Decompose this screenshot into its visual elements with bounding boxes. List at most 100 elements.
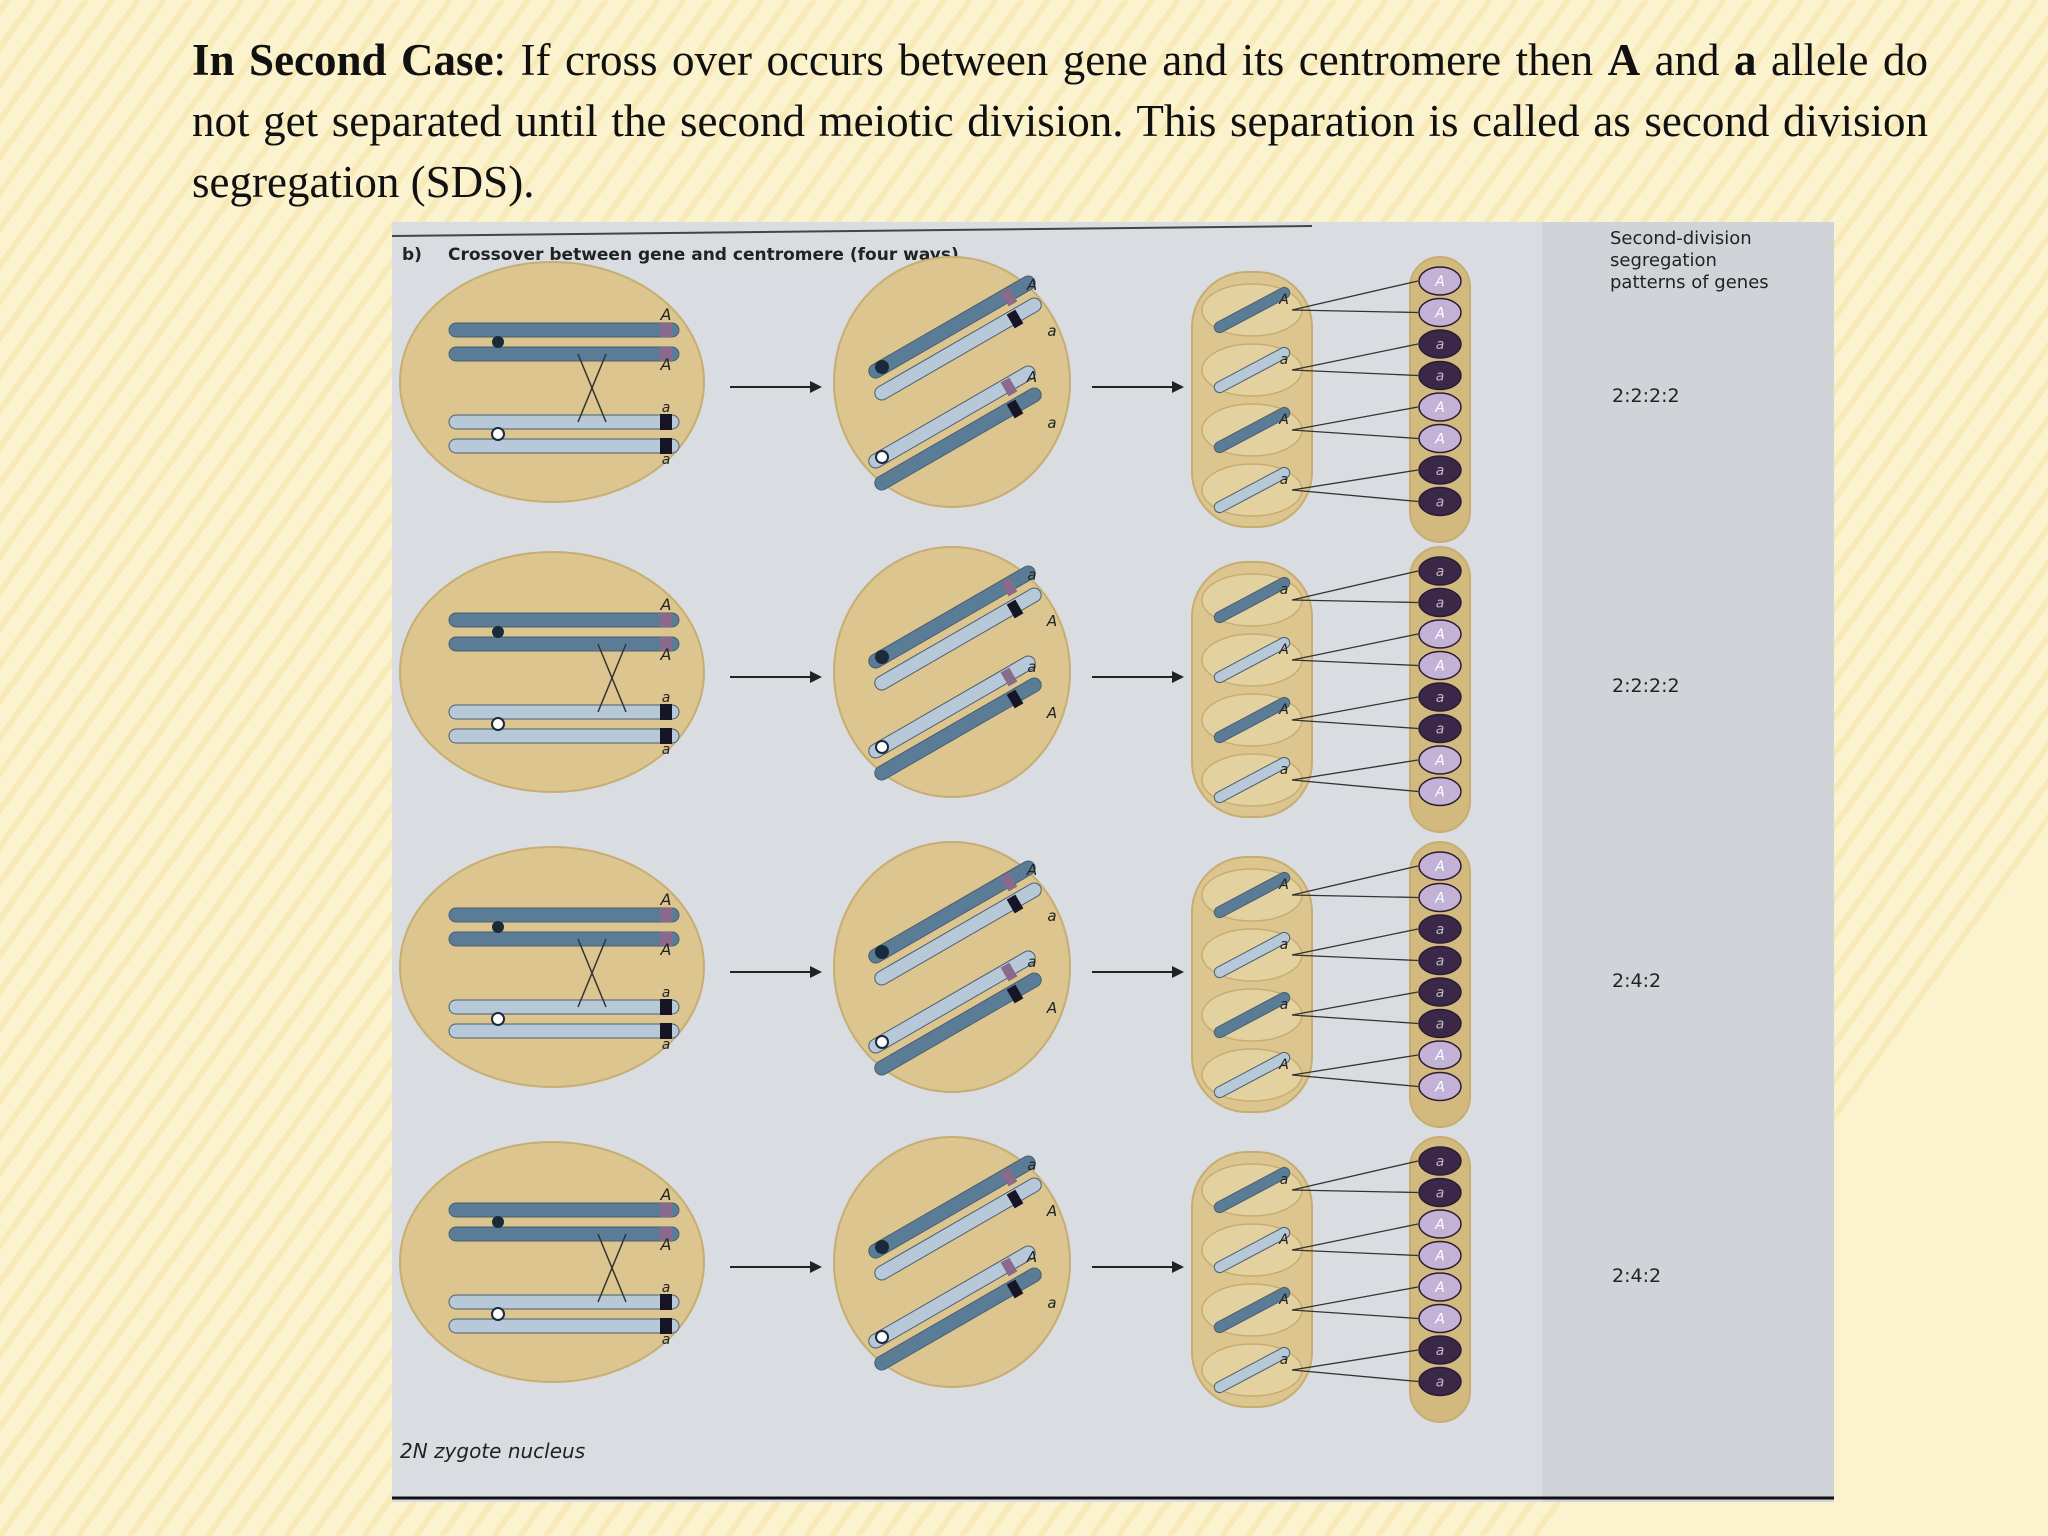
- crossover-line: [577, 938, 607, 1008]
- allele-band-dominant: [660, 1227, 672, 1241]
- crossover-line: [577, 353, 607, 423]
- spore-label: A: [1434, 753, 1445, 769]
- allele-label: A: [660, 1235, 672, 1254]
- column-header-line: patterns of genes: [1610, 272, 1769, 293]
- allele-label: a: [1047, 414, 1056, 432]
- centromere-light: [491, 1012, 505, 1026]
- chromatid-diagonal: [868, 1155, 1036, 1259]
- spore-label: a: [1436, 922, 1445, 938]
- allele-label: a: [1280, 1352, 1289, 1368]
- tetrad-capsule: [1191, 271, 1313, 528]
- allele-label: a: [1280, 1172, 1289, 1188]
- allele-label: a: [1280, 582, 1289, 598]
- allele-band-dominant: [660, 323, 672, 337]
- spore-recessive: [1418, 587, 1462, 618]
- allele-band: [1006, 309, 1024, 329]
- chromatid-dark: [448, 931, 680, 947]
- allele-label: A: [660, 355, 672, 374]
- connector-line: [1291, 369, 1419, 377]
- allele-label: A: [1026, 276, 1037, 294]
- chromatid-light: [448, 1318, 680, 1334]
- spore-dominant: [1418, 1071, 1462, 1102]
- allele-label: a: [662, 690, 671, 706]
- chromatid-single: [1213, 576, 1291, 624]
- chromatid-light: [448, 1294, 680, 1310]
- stripe-line: [0, 0, 271, 380]
- centromere: [875, 360, 889, 374]
- allele-band: [1006, 399, 1024, 419]
- arrow-head: [1172, 966, 1184, 978]
- stripe-line: [0, 0, 193, 271]
- spore-label: a: [1436, 596, 1445, 612]
- chromatid-dark: [448, 636, 680, 652]
- connector-line: [1291, 1309, 1419, 1320]
- centromere-light: [491, 717, 505, 731]
- allele-band: [1006, 1279, 1024, 1299]
- allele-band-recessive: [660, 1294, 672, 1310]
- allele-band: [1000, 577, 1018, 597]
- allele-label: a: [1280, 937, 1289, 953]
- chromatid-diagonal: [874, 587, 1042, 691]
- heading-allele-upper: A: [1607, 35, 1641, 85]
- spore-label: A: [1434, 1312, 1445, 1328]
- segregation-pattern: 2:2:2:2: [1612, 675, 1680, 697]
- stripe-line: [0, 0, 349, 489]
- allele-label: A: [1278, 1292, 1289, 1308]
- allele-label: A: [1278, 412, 1289, 428]
- spore-recessive: [1418, 486, 1462, 517]
- connector-line: [1291, 489, 1419, 503]
- centromere: [875, 1240, 889, 1254]
- allele-band-dominant: [660, 613, 672, 627]
- spore-label: A: [1434, 1280, 1445, 1296]
- chromatid-single: [1213, 1051, 1291, 1099]
- stripe-line: [0, 0, 323, 452]
- allele-label: a: [1027, 1156, 1036, 1174]
- allele-band: [1000, 667, 1018, 687]
- connector-line: [1291, 309, 1419, 314]
- connector-line: [1291, 1223, 1419, 1251]
- chromatid-single: [1213, 1226, 1291, 1274]
- spore-label: a: [1436, 1154, 1445, 1170]
- connector-line: [1291, 894, 1419, 899]
- spore-recessive: [1418, 556, 1462, 586]
- stripe-line: [0, 0, 479, 670]
- chromatid-dark: [448, 612, 680, 628]
- allele-label: a: [1027, 566, 1036, 584]
- chromatid-dark: [448, 1202, 680, 1218]
- column-header-line: Second-division: [1610, 228, 1752, 249]
- allele-label: a: [1047, 322, 1056, 340]
- stripe-line: [0, 0, 453, 634]
- allele-label: a: [662, 742, 671, 758]
- spore-label: a: [1436, 985, 1445, 1001]
- allele-label: a: [662, 985, 671, 1001]
- allele-label: A: [660, 645, 672, 664]
- tetrad-capsule: [1191, 1151, 1313, 1408]
- spore-recessive: [1418, 455, 1462, 485]
- connector-line: [1291, 865, 1419, 896]
- column-header-line: segregation: [1610, 250, 1717, 271]
- connector-line: [1291, 1189, 1419, 1194]
- stripe-line: [0, 0, 531, 743]
- connector-line: [1291, 1249, 1419, 1257]
- spore-label: A: [1434, 659, 1445, 675]
- allele-band-recessive: [660, 438, 672, 454]
- allele-label: a: [1047, 907, 1056, 925]
- allele-label: A: [1278, 1057, 1289, 1073]
- spore-dominant: [1418, 1272, 1462, 1302]
- spore-label: a: [1436, 722, 1445, 738]
- connector-line: [1291, 954, 1419, 962]
- spore-label: A: [1434, 859, 1445, 875]
- segregation-pattern: 2:2:2:2: [1612, 385, 1680, 407]
- connector-line: [1291, 779, 1419, 793]
- spore-label: A: [1434, 1249, 1445, 1265]
- spore-label: A: [1434, 785, 1445, 801]
- chromatid-light: [448, 438, 680, 454]
- centromere-dark: [492, 336, 504, 348]
- spore-dominant: [1418, 745, 1462, 775]
- spore-dominant: [1418, 297, 1462, 328]
- allele-label: a: [1280, 472, 1289, 488]
- arrow-head: [810, 381, 822, 393]
- allele-label: a: [662, 1332, 671, 1348]
